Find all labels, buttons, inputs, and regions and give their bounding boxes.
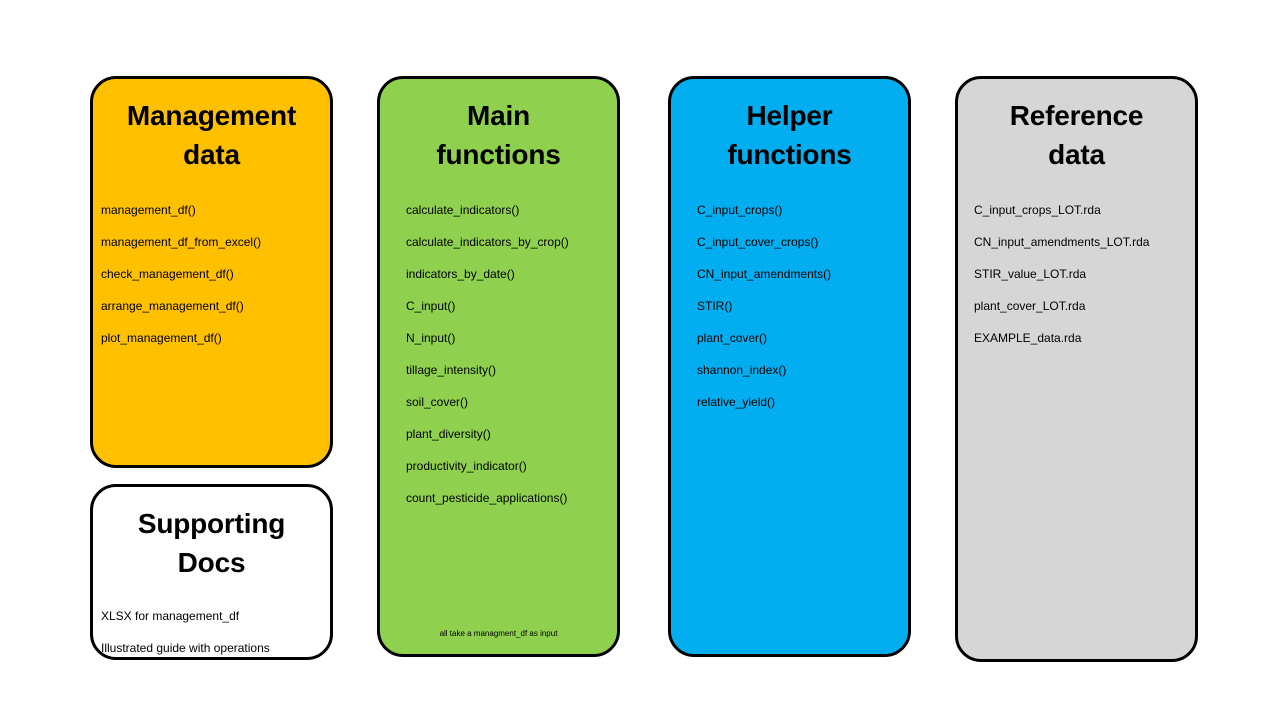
list-item: calculate_indicators_by_crop() xyxy=(406,235,569,249)
list-item: calculate_indicators() xyxy=(406,203,520,217)
list-item: plot_management_df() xyxy=(101,331,222,345)
list-item: STIR_value_LOT.rda xyxy=(974,267,1087,281)
list-item: plant_diversity() xyxy=(406,427,491,441)
list-item: CN_input_amendments_LOT.rda xyxy=(974,235,1150,249)
card-list-main-functions: calculate_indicators() calculate_indicat… xyxy=(380,194,617,514)
list-item: soil_cover() xyxy=(406,395,469,409)
list-item: C_input() xyxy=(406,299,456,313)
list-item: check_management_df() xyxy=(101,267,234,281)
list-item: arrange_management_df() xyxy=(101,299,244,313)
card-main-functions[interactable]: Main functions calculate_indicators() ca… xyxy=(377,76,620,657)
list-item: XLSX for management_df xyxy=(101,609,240,623)
list-item: N_input() xyxy=(406,331,456,345)
card-list-management-data: management_df() management_df_from_excel… xyxy=(93,194,330,354)
list-item: tillage_intensity() xyxy=(406,363,497,377)
list-item: productivity_indicator() xyxy=(406,459,527,473)
list-item: count_pesticide_applications() xyxy=(406,491,568,505)
card-title-main-functions: Main functions xyxy=(436,100,561,170)
list-item: management_df() xyxy=(101,203,196,217)
card-title-helper-functions: Helper functions xyxy=(727,100,852,170)
list-item: C_input_crops_LOT.rda xyxy=(974,203,1101,217)
card-helper-functions[interactable]: Helper functions C_input_crops() C_input… xyxy=(668,76,911,657)
list-item: indicators_by_date() xyxy=(406,267,515,281)
list-item: shannon_index() xyxy=(697,363,787,377)
list-item: plant_cover() xyxy=(697,331,768,345)
card-title-management-data: Management data xyxy=(126,100,297,170)
list-item: Illustrated guide with operations xyxy=(101,641,270,655)
card-list-supporting-docs: XLSX for management_df Illustrated guide… xyxy=(93,600,330,657)
list-item: STIR() xyxy=(697,299,733,313)
card-title-supporting-docs: Supporting Docs xyxy=(137,508,286,578)
list-item: plant_cover_LOT.rda xyxy=(974,299,1086,313)
card-title-reference-data: Reference data xyxy=(1009,100,1144,170)
list-item: management_df_from_excel() xyxy=(101,235,262,249)
card-list-reference-data: C_input_crops_LOT.rda CN_input_amendment… xyxy=(958,194,1195,354)
card-note-main-functions: all take a managment_df as input xyxy=(439,629,558,638)
list-item: CN_input_amendments() xyxy=(697,267,832,281)
list-item: C_input_cover_crops() xyxy=(697,235,819,249)
list-item: C_input_crops() xyxy=(697,203,783,217)
card-supporting-docs[interactable]: Supporting Docs XLSX for management_df I… xyxy=(90,484,333,660)
list-item: EXAMPLE_data.rda xyxy=(974,331,1082,345)
list-item: relative_yield() xyxy=(697,395,776,409)
card-management-data[interactable]: Management data management_df() manageme… xyxy=(90,76,333,468)
card-reference-data[interactable]: Reference data C_input_crops_LOT.rda CN_… xyxy=(955,76,1198,662)
card-list-helper-functions: C_input_crops() C_input_cover_crops() CN… xyxy=(671,194,908,418)
